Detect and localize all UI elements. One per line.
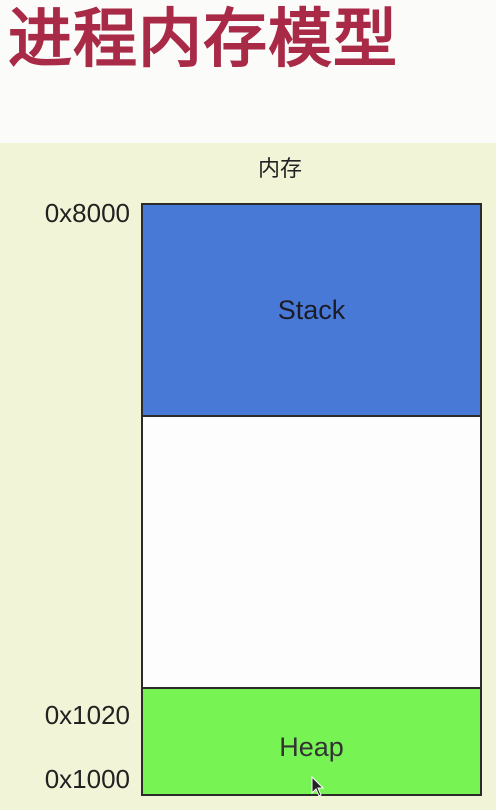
address-label-heap-top: 0x1020	[44, 700, 130, 730]
address-label-top: 0x8000	[44, 198, 130, 228]
free-memory-segment	[143, 417, 480, 689]
address-label-bottom: 0x1000	[44, 764, 130, 794]
heap-label: Heap	[279, 732, 344, 762]
stack-label: Stack	[277, 294, 346, 325]
memory-block: Stack Heap	[141, 203, 482, 796]
mouse-pointer-icon	[311, 776, 325, 797]
memory-heading: 内存	[257, 157, 302, 182]
stack-segment: Stack	[143, 205, 480, 417]
slide-title: 进程内存模型	[8, 3, 398, 77]
